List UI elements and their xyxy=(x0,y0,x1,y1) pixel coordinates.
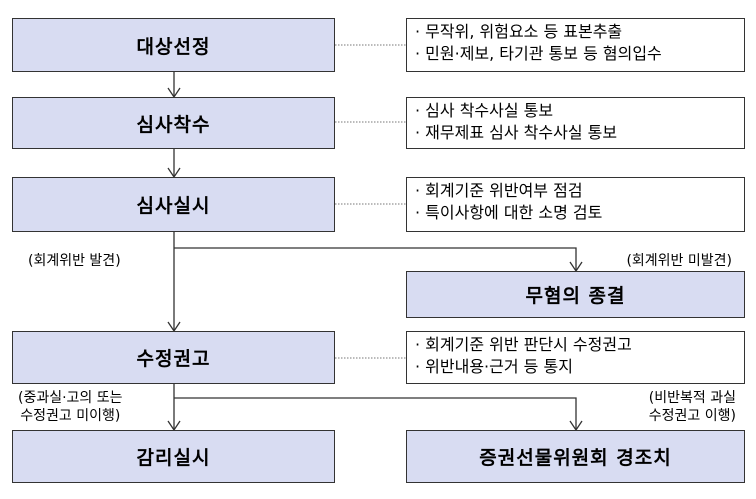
step-no-violation-end: 무혐의 종결 xyxy=(406,271,745,318)
step-audit: 감리실시 xyxy=(12,430,335,483)
step-select: 대상선정 xyxy=(12,18,335,72)
step-start: 심사착수 xyxy=(12,97,335,149)
note-conduct: 회계기준 위반여부 점검 특이사항에 대한 소명 검토 xyxy=(406,177,745,232)
step-conduct: 심사실시 xyxy=(12,177,335,232)
label-serious-line: 수정권고 미이행) xyxy=(20,408,121,424)
branch-sanction xyxy=(174,397,577,429)
label-nonrepeat-line: (비반복적 과실 xyxy=(648,390,736,406)
label-violation-found: (회계위반 발견) xyxy=(28,253,121,269)
note-conduct-line: 회계기준 위반여부 점검 xyxy=(415,180,744,202)
label-nonrepeat-line: 수정권고 이행) xyxy=(648,408,736,424)
note-select-line: 민원·제보, 타기관 통보 등 혐의입수 xyxy=(415,43,744,65)
label-serious-line: (중과실·고의 또는 xyxy=(18,390,123,406)
note-correction-line: 위반내용·근거 등 통지 xyxy=(415,356,744,378)
note-start-line: 재무제표 심사 착수사실 통보 xyxy=(415,122,744,144)
note-correction-line: 회계기준 위반 판단시 수정권고 xyxy=(415,334,744,356)
label-nonrepeat: (비반복적 과실 수정권고 이행) xyxy=(649,389,736,425)
label-serious: (중과실·고의 또는 수정권고 미이행) xyxy=(18,389,123,425)
note-start-line: 심사 착수사실 통보 xyxy=(415,100,744,122)
step-correction: 수정권고 xyxy=(12,331,335,384)
step-sanction: 증권선물위원회 경조치 xyxy=(406,430,745,483)
note-correction: 회계기준 위반 판단시 수정권고 위반내용·근거 등 통지 xyxy=(406,331,745,384)
note-conduct-line: 특이사항에 대한 소명 검토 xyxy=(415,202,744,224)
note-select: 무작위, 위험요소 등 표본추출 민원·제보, 타기관 통보 등 혐의입수 xyxy=(406,18,745,72)
note-start: 심사 착수사실 통보 재무제표 심사 착수사실 통보 xyxy=(406,97,745,149)
note-select-line: 무작위, 위험요소 등 표본추출 xyxy=(415,21,744,43)
branch-no-violation xyxy=(174,247,577,270)
label-no-violation: (회계위반 미발견) xyxy=(626,253,732,269)
